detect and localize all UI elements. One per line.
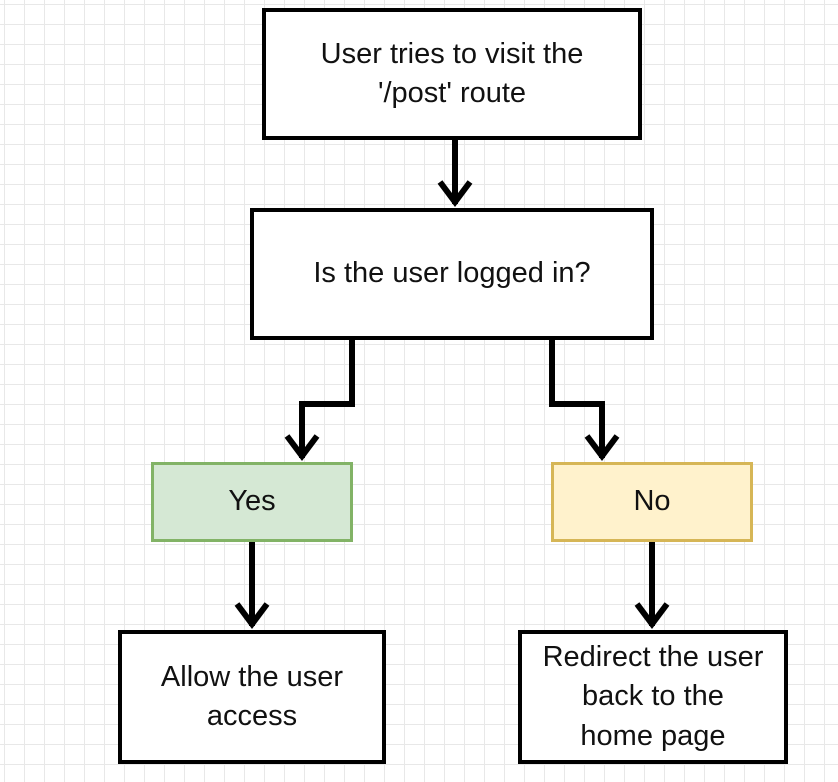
edge-yes-to-allow-head <box>234 602 270 629</box>
node-allow-access: Allow the user access <box>118 630 386 764</box>
node-redirect-home: Redirect the user back to the home page <box>518 630 788 764</box>
node-yes: Yes <box>151 462 353 542</box>
node-allow-line-1: Allow the user <box>160 660 344 693</box>
edge-no-to-redirect-head <box>634 602 670 629</box>
edge-check-to-yes <box>299 340 355 458</box>
node-no: No <box>551 462 753 542</box>
edge-check-to-yes-head <box>284 434 320 461</box>
node-check-line-1: Is the user logged in? <box>313 257 591 290</box>
node-allow-line-2: access <box>206 700 298 732</box>
node-redirect-line-2: back to the <box>582 680 724 713</box>
node-logged-in-check: Is the user logged in? <box>250 208 654 340</box>
node-no-label: No <box>633 485 671 518</box>
node-start: User tries to visit the '/post' route <box>262 8 642 140</box>
edge-start-to-check-head <box>437 180 473 207</box>
node-start-line-2: '/post' route <box>377 77 527 109</box>
node-yes-label: Yes <box>228 485 276 518</box>
node-redirect-line-1: Redirect the user <box>542 641 764 674</box>
node-redirect-line-3: home page <box>580 719 726 752</box>
edge-check-to-no-head <box>584 434 620 461</box>
node-start-line-1: User tries to visit the <box>320 37 584 70</box>
edge-check-to-no <box>549 340 605 458</box>
